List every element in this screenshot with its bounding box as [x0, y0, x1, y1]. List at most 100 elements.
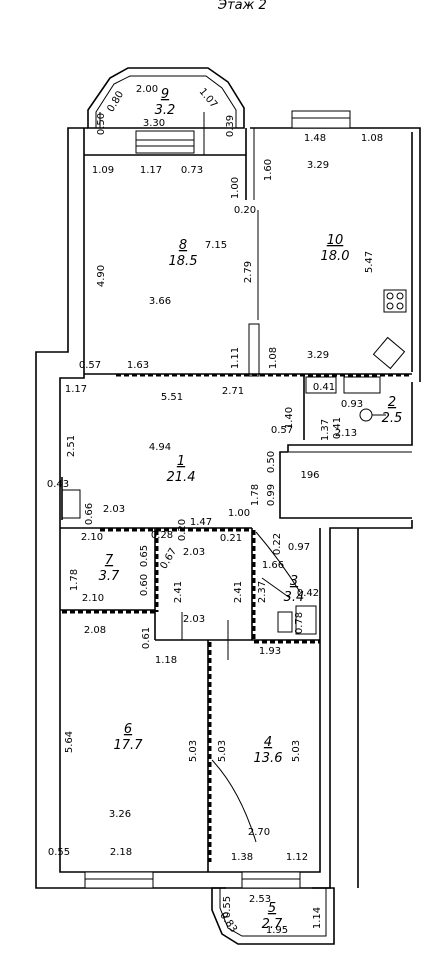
dimension-label: 1.18: [155, 655, 177, 666]
interior-walls: [60, 128, 412, 872]
dimension-label: 1.47: [190, 517, 212, 528]
dimension-label: 1.95: [266, 925, 288, 936]
dimension-label: 2.37: [257, 581, 268, 603]
bottom-bay: [211, 887, 335, 945]
room-2-number: 2: [388, 395, 396, 410]
dimension-label: 2.51: [66, 435, 77, 457]
dimension-label: 2.70: [248, 827, 270, 838]
dimension-label: 0.57: [79, 360, 101, 371]
dimension-label: 4.94: [149, 442, 171, 453]
room-8-area: 18.5: [169, 254, 198, 269]
room-3-area: 3.4: [284, 590, 305, 605]
dimension-label: 2.79: [243, 261, 254, 283]
dimension-label: 0.73: [181, 165, 203, 176]
dimension-label: 3.29: [307, 160, 329, 171]
windows: [84, 110, 351, 889]
dimension-label: 1.63: [127, 360, 149, 371]
dimension-label: 1.08: [268, 347, 279, 369]
dimension-label: 0.57: [271, 425, 293, 436]
room-10-area: 18.0: [321, 249, 350, 264]
room-6-area: 17.7: [114, 738, 144, 753]
dimension-label: 0.41: [332, 417, 343, 439]
dimension-label: 1.09: [92, 165, 114, 176]
room-6-number: 6: [124, 722, 132, 737]
room-3-number: 3: [290, 574, 298, 589]
dimension-label: 1.12: [286, 852, 308, 863]
dimension-label: 3.30: [143, 118, 165, 129]
dimension-label: 1.07: [197, 86, 220, 110]
room-1-number: 1: [177, 454, 185, 469]
dimension-label: 2.10: [82, 593, 104, 604]
door-swings: [181, 531, 301, 843]
room-8-number: 8: [179, 238, 187, 253]
dimension-label: 0.22: [272, 533, 283, 555]
room-4-number: 4: [264, 735, 272, 750]
dimension-label: 0.43: [47, 479, 69, 490]
dimension-label: 1.40: [284, 407, 295, 429]
dimension-label: 1.78: [69, 569, 80, 591]
dimension-label: 1.38: [231, 852, 253, 863]
room-4-area: 13.6: [254, 751, 283, 766]
room-10-number: 10: [327, 233, 344, 248]
dimension-label: 0.21: [220, 533, 242, 544]
dimension-label: 2.53: [249, 894, 271, 905]
dimension-label: 2.08: [84, 625, 106, 636]
dimension-label: 2.41: [173, 581, 184, 603]
room-5-number: 5: [268, 901, 276, 916]
dimension-label: 7.15: [205, 240, 227, 251]
dimension-label: 2.13: [335, 428, 357, 439]
room-2-area: 2.5: [382, 411, 403, 426]
dimension-label: 196: [300, 470, 319, 481]
dimension-label: 3.26: [109, 809, 131, 820]
dimension-label: 1.14: [312, 907, 323, 929]
dimension-label: 0.93: [341, 399, 363, 410]
dimension-label: 2.10: [81, 532, 103, 543]
dimension-label: 5.03: [217, 740, 228, 762]
dimension-label: 2.03: [183, 614, 205, 625]
dimension-label: 0.61: [141, 627, 152, 649]
dimension-label: 2.18: [110, 847, 132, 858]
dimension-label: 1.11: [230, 347, 241, 369]
room-7-number: 7: [105, 553, 114, 568]
dimension-label: 1.66: [262, 560, 284, 571]
dimension-label: 0.65: [139, 545, 150, 567]
dimension-label: 0.20: [234, 205, 256, 216]
dimension-label: 0.20: [177, 519, 188, 541]
dimension-label: 0.99: [266, 484, 277, 506]
room-1-area: 21.4: [167, 470, 196, 485]
dimension-label: 0.97: [288, 542, 310, 553]
dimension-label: 0.50: [96, 113, 107, 135]
dimension-label: 5.03: [291, 740, 302, 762]
dimension-label: 2.71: [222, 386, 244, 397]
dimension-label: 5.51: [161, 392, 183, 403]
dimension-label: 1.00: [230, 177, 241, 199]
dimension-label: 0.78: [294, 612, 305, 634]
dimension-label: 3.29: [307, 350, 329, 361]
dimension-label: 2.03: [103, 504, 125, 515]
dimension-label: 1.78: [250, 484, 261, 506]
dimension-label: 5.47: [364, 251, 375, 273]
dimension-label: 0.39: [225, 115, 236, 137]
dimension-label: 0.42: [297, 588, 319, 599]
dimension-label: 0.28: [151, 530, 173, 541]
stove-icon: [383, 289, 407, 313]
dimension-label: 1.17: [140, 165, 162, 176]
dimension-label: 5.03: [188, 740, 199, 762]
dimension-label: 1.17: [65, 384, 87, 395]
dimension-label: 1.48: [304, 133, 326, 144]
dimension-label: 3.66: [149, 296, 171, 307]
room-5-area: 2.7: [262, 917, 283, 932]
floor-title: Этаж 2: [217, 0, 267, 13]
dimension-label: 0.55: [48, 847, 70, 858]
dimension-label: 0.55: [222, 896, 233, 918]
dimension-label: 0.66: [84, 503, 95, 525]
dimension-label: 1.37: [320, 419, 331, 441]
top-bay: [87, 67, 245, 155]
room-7-area: 3.7: [99, 569, 120, 584]
dimension-label: 0.60: [139, 574, 150, 596]
dimension-label: 1.60: [263, 159, 274, 181]
dimension-label: 0.50: [266, 451, 277, 473]
dimension-label: 1.08: [361, 133, 383, 144]
